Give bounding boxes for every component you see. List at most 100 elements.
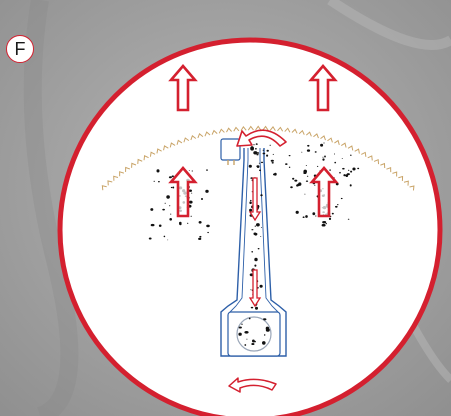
particle [167, 239, 169, 241]
particle [238, 332, 242, 336]
sieve-tooth [137, 158, 143, 164]
particle [259, 169, 261, 172]
particle [256, 165, 260, 168]
particle [274, 172, 277, 176]
particle [305, 165, 307, 166]
particle [260, 161, 264, 164]
particle [252, 339, 255, 343]
particle [260, 194, 263, 197]
particle [315, 215, 317, 217]
curved-arrow-icon [236, 129, 287, 147]
particle [322, 156, 324, 158]
curved-arrow-icon [228, 377, 277, 393]
sieve-tooth [262, 125, 269, 131]
sieve-tooth [233, 126, 240, 132]
particle [250, 306, 254, 309]
particle [148, 237, 152, 240]
particle [341, 158, 343, 160]
particle [272, 153, 274, 155]
particle [189, 200, 193, 204]
sieve-tooth [361, 151, 367, 157]
particle [205, 189, 209, 193]
sieve-tooth [131, 162, 137, 168]
panel-label: F [6, 35, 34, 63]
particle [294, 179, 298, 182]
particle [306, 149, 311, 152]
particle [251, 343, 255, 345]
inner-tube [229, 148, 279, 313]
particle [265, 328, 270, 332]
particle [266, 154, 269, 157]
sieve-tooth [197, 133, 204, 139]
sieve-tooth [211, 129, 218, 135]
particle [322, 221, 327, 224]
particle [248, 164, 252, 168]
particle [329, 169, 331, 171]
particle [303, 172, 307, 174]
particle [255, 306, 258, 310]
particle [301, 151, 303, 153]
particle [254, 264, 257, 267]
magnifier-circle [57, 37, 443, 416]
particle [206, 224, 210, 228]
particle [153, 180, 155, 182]
sieve-tooth [190, 134, 197, 141]
particle [246, 338, 248, 340]
motor-block [220, 138, 241, 161]
particle [323, 142, 325, 144]
particle [170, 186, 173, 189]
sieve-tooth [163, 145, 169, 151]
particle [150, 208, 154, 211]
particle [314, 151, 317, 153]
sieve-tooth [392, 171, 398, 177]
sieve-tooth [354, 148, 360, 154]
particle [250, 146, 255, 151]
particle [156, 169, 160, 173]
sieve-tooth [327, 137, 333, 143]
particle [337, 204, 339, 206]
particle [290, 186, 293, 189]
particle [164, 202, 166, 204]
sieve-tooth [340, 142, 347, 148]
particle [260, 236, 262, 238]
particle [150, 223, 155, 227]
sieve-tooth [277, 126, 284, 132]
sieve-tooth [269, 126, 276, 131]
particle [305, 215, 308, 218]
sieve-tooth [247, 125, 254, 131]
sieve-tooth [149, 151, 156, 157]
particle [331, 212, 334, 215]
particle [254, 257, 258, 262]
sieve-tooth [403, 180, 409, 186]
particle [292, 177, 295, 180]
sieve-tooth [291, 128, 298, 134]
particle [350, 154, 352, 156]
particle [346, 173, 350, 176]
particle [198, 237, 202, 240]
particle [262, 149, 264, 151]
particle [238, 326, 242, 329]
sieve-tooth [183, 137, 190, 143]
sieve-tooth [367, 155, 373, 161]
sieve-tooth [298, 129, 305, 135]
particle [251, 229, 254, 231]
particle [256, 223, 260, 227]
particle [316, 165, 319, 167]
arrow-down-icon [248, 269, 262, 308]
particle [250, 199, 252, 202]
particle [259, 284, 263, 288]
particle [321, 223, 326, 227]
sieve-tooth [107, 180, 113, 186]
particle [314, 184, 316, 186]
particle [334, 161, 337, 164]
particle [340, 197, 343, 200]
particle [307, 144, 310, 147]
sieve-tooth [347, 145, 354, 151]
particle [179, 223, 182, 226]
sieve-tooth [169, 142, 176, 148]
particle [263, 318, 265, 320]
sieve-tooth [204, 131, 211, 137]
sieve-tooth [305, 131, 312, 137]
particle [262, 341, 266, 345]
